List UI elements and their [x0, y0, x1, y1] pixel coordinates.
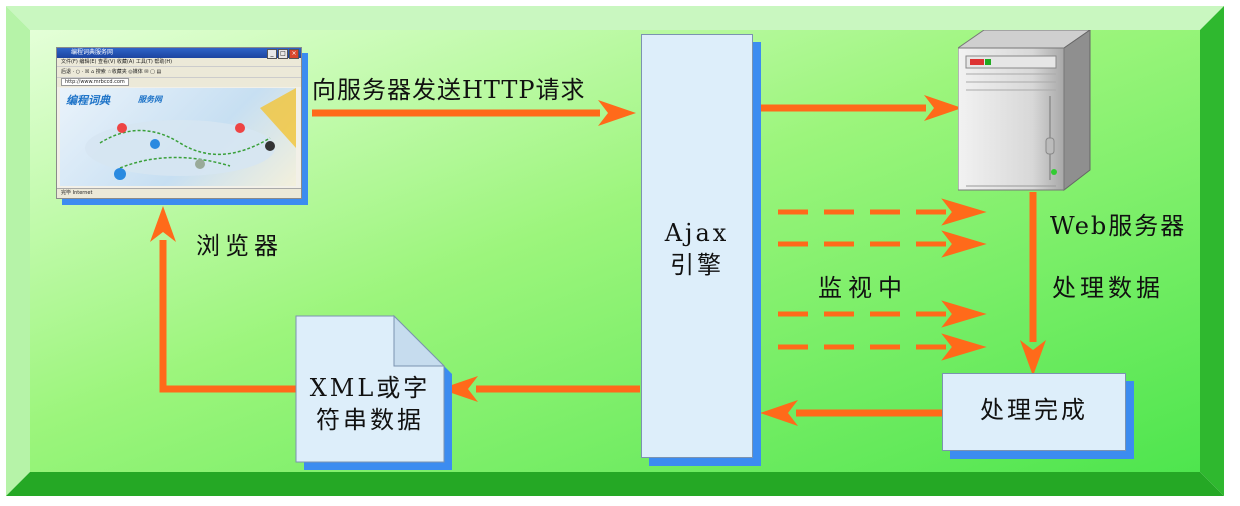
process-data-label: 处理数据 — [1052, 268, 1164, 303]
monitoring-label: 监视中 — [818, 268, 908, 303]
xml-label-line1: XML或字 — [296, 372, 444, 404]
browser-label: 浏览器 — [196, 226, 283, 261]
request-arrow-label: 向服务器发送HTTP请求 — [312, 70, 586, 105]
xml-label-line2: 符串数据 — [296, 404, 444, 436]
xml-data-label: XML或字 符串数据 — [296, 372, 444, 436]
server-tower-icon — [958, 30, 1108, 195]
web-server-label: Web服务器 — [1050, 206, 1186, 241]
